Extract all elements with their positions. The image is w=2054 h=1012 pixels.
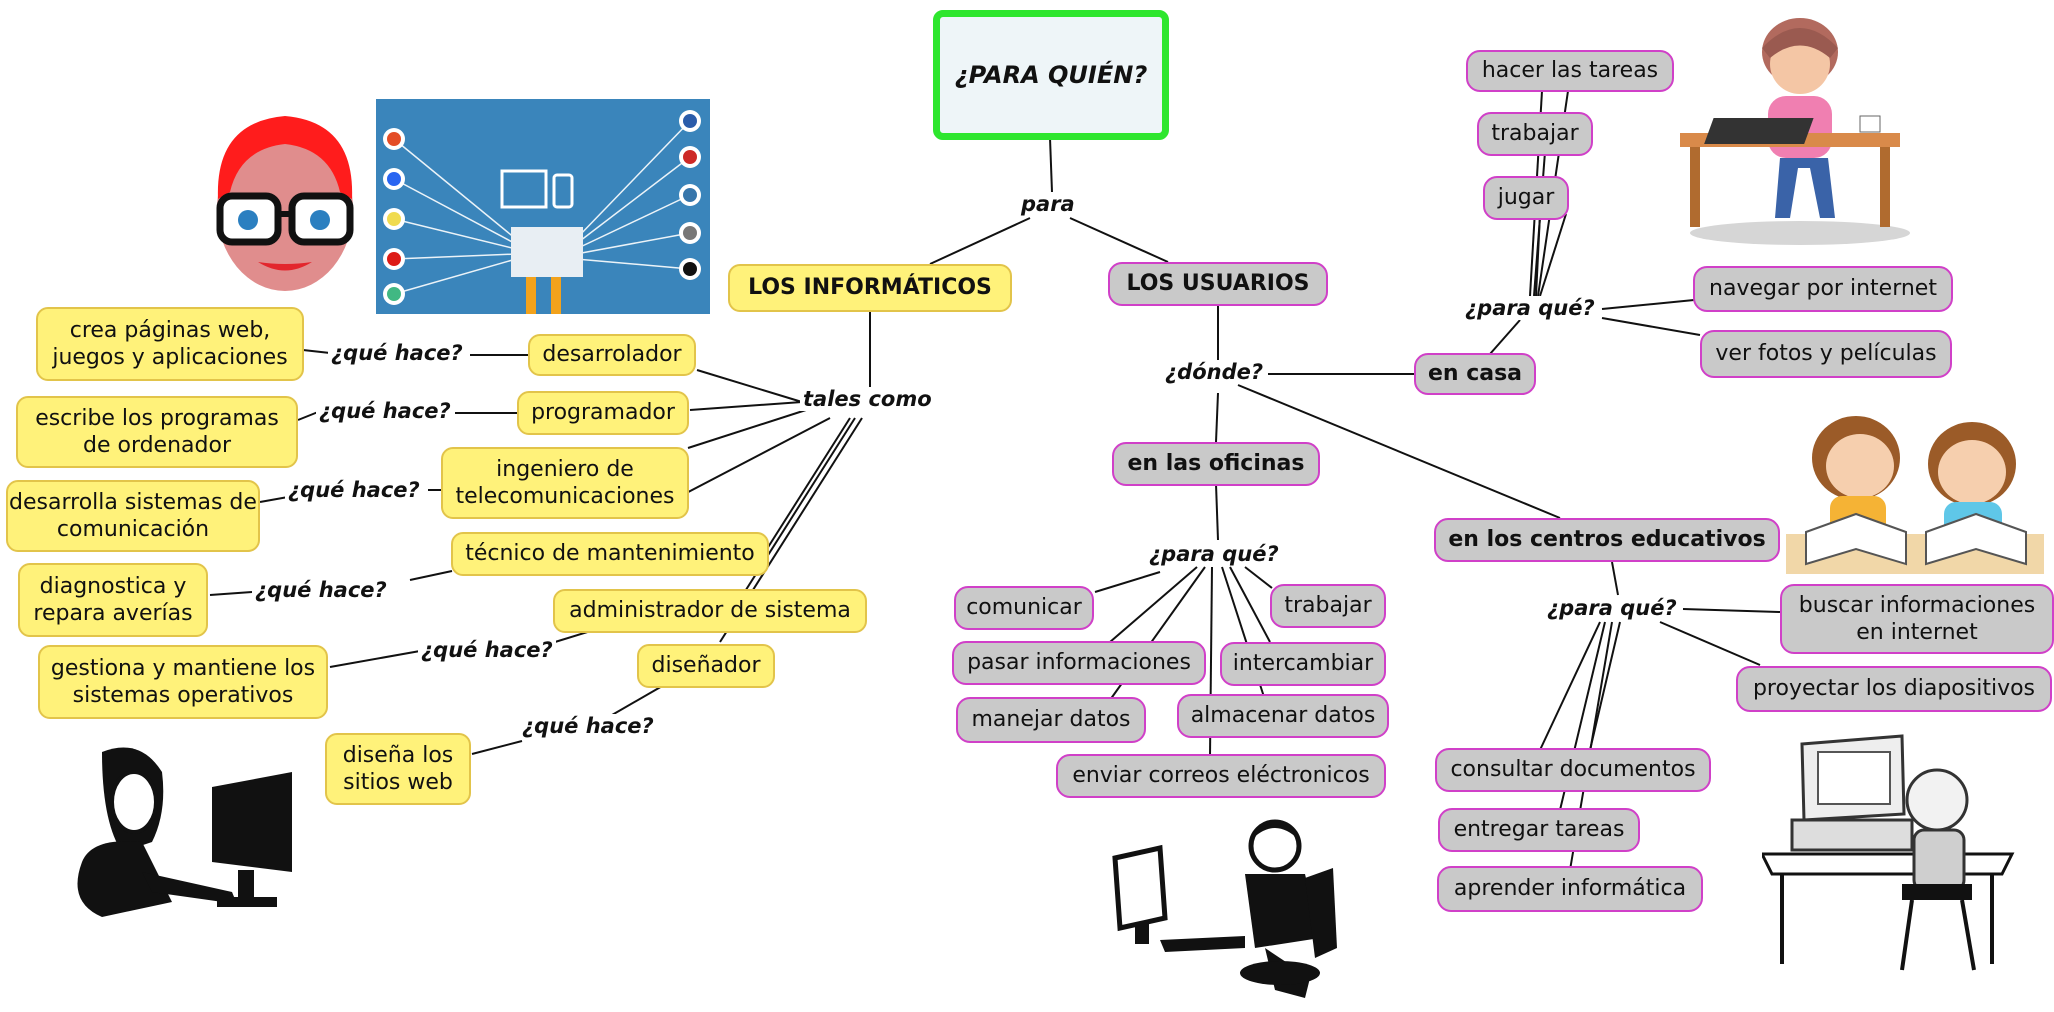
use-enviar-correos: enviar correos eléctronicos <box>1056 754 1386 798</box>
informaticos-header: LOS INFORMÁTICOS <box>728 264 1012 312</box>
child-at-computer-illustration <box>1762 734 2015 971</box>
link-que-hace-5: ¿qué hace? <box>418 638 556 662</box>
link-que-hace-4: ¿qué hace? <box>252 578 390 602</box>
use-intercambiar: intercambiar <box>1220 642 1386 686</box>
link-que-hace-3: ¿qué hace? <box>285 478 423 502</box>
woman-at-computer-illustration <box>77 747 292 917</box>
use-pasar-informaciones: pasar informaciones <box>952 641 1206 685</box>
use-ver-fotos: ver fotos y películas <box>1700 330 1952 378</box>
role-programador: programador <box>517 391 689 435</box>
use-jugar: jugar <box>1483 176 1569 220</box>
use-comunicar: comunicar <box>954 586 1094 630</box>
children-reading-illustration <box>1786 416 2044 574</box>
root-node: ¿PARA QUIÉN? <box>933 10 1169 140</box>
task-tecnico: diagnostica y repara averías <box>18 563 208 637</box>
usuarios-header: LOS USUARIOS <box>1108 262 1328 306</box>
task-ingeniero: desarrolla sistemas de comunicación <box>6 480 260 552</box>
use-aprender-informatica: aprender informática <box>1437 866 1703 912</box>
use-entregar-tareas: entregar tareas <box>1438 808 1640 852</box>
role-administrador: administrador de sistema <box>553 589 867 633</box>
use-trabajar-casa: trabajar <box>1477 112 1593 156</box>
place-centros: en los centros educativos <box>1434 518 1780 562</box>
link-tales-como: tales como <box>800 387 935 411</box>
link-que-hace-2: ¿qué hace? <box>316 399 454 423</box>
use-buscar-informaciones: buscar informaciones en internet <box>1780 584 2054 654</box>
role-ingeniero: ingeniero de telecomunicaciones <box>441 447 689 519</box>
use-trabajar-oficina: trabajar <box>1270 584 1386 628</box>
place-oficinas: en las oficinas <box>1112 442 1320 486</box>
role-tecnico: técnico de mantenimiento <box>451 532 769 576</box>
use-hacer-tareas: hacer las tareas <box>1466 50 1674 92</box>
task-disenador: diseña los sitios web <box>325 733 471 805</box>
use-proyectar: proyectar los diapositivos <box>1736 666 2052 712</box>
use-manejar-datos: manejar datos <box>956 697 1146 743</box>
place-en-casa: en casa <box>1414 353 1536 395</box>
developer-face-illustration <box>216 116 354 291</box>
link-que-hace-1: ¿qué hace? <box>328 341 466 365</box>
link-que-hace-6: ¿qué hace? <box>519 714 657 738</box>
link-para-que-casa: ¿para qué? <box>1462 296 1598 320</box>
task-administrador: gestiona y mantiene los sistemas operati… <box>38 645 328 719</box>
link-donde: ¿dónde? <box>1162 360 1267 384</box>
use-consultar-documentos: consultar documentos <box>1435 748 1711 792</box>
link-para: para <box>1018 192 1078 216</box>
use-navegar: navegar por internet <box>1693 266 1953 312</box>
link-para-que-centros: ¿para qué? <box>1544 596 1680 620</box>
link-para-que-oficinas: ¿para qué? <box>1146 542 1282 566</box>
man-at-computer-illustration <box>1112 819 1337 998</box>
role-desarrolador: desarrolador <box>528 334 696 376</box>
girl-at-desk-illustration <box>1680 18 1910 245</box>
role-disenador: diseñador <box>637 644 775 688</box>
task-programador: escribe los programas de ordenador <box>16 396 298 468</box>
web-technologies-illustration <box>376 99 710 314</box>
use-almacenar-datos: almacenar datos <box>1177 694 1389 738</box>
task-desarrolador: crea páginas web, juegos y aplicaciones <box>36 307 304 381</box>
